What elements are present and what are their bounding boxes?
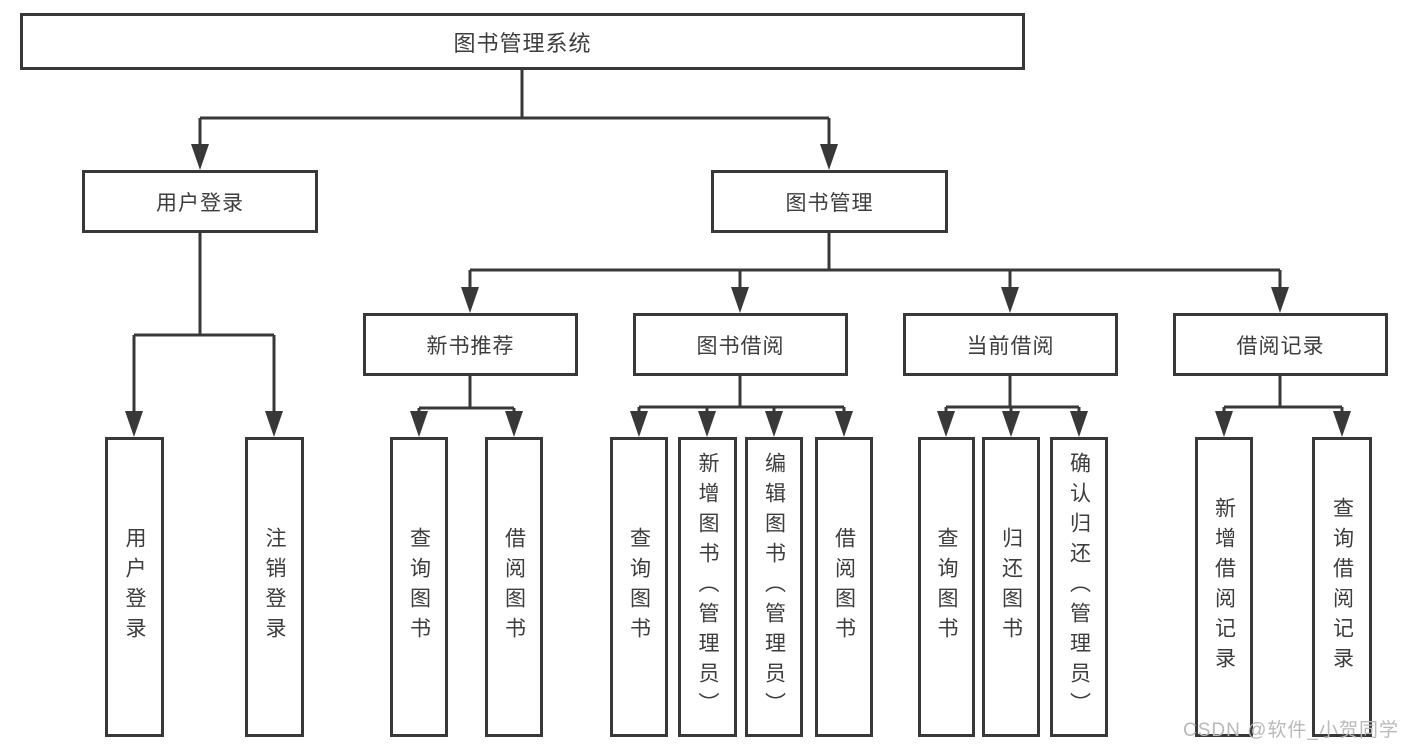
connector-new-book-children bbox=[410, 376, 523, 437]
connector-borrow-record-children bbox=[1215, 376, 1351, 437]
node-book-management: 图书管理 bbox=[711, 170, 948, 233]
node-borrow-record: 借阅记录 bbox=[1173, 313, 1388, 376]
node-leaf-confirm-return-admin: 确认归还（管理员） bbox=[1050, 437, 1108, 737]
node-root: 图书管理系统 bbox=[20, 13, 1025, 70]
node-leaf-user-login-label: 用户登录 bbox=[123, 527, 146, 647]
node-leaf-query-book-2-label: 查询图书 bbox=[627, 527, 651, 647]
node-leaf-return-book-label: 归还图书 bbox=[999, 527, 1023, 647]
node-root-label: 图书管理系统 bbox=[453, 30, 592, 56]
node-leaf-add-borrow-record-label: 新增借阅记录 bbox=[1212, 497, 1236, 677]
node-leaf-query-book-2: 查询图书 bbox=[610, 437, 668, 737]
node-leaf-borrow-book-2-label: 借阅图书 bbox=[832, 527, 856, 647]
node-leaf-logout: 注销登录 bbox=[245, 437, 304, 737]
node-leaf-query-book-1: 查询图书 bbox=[390, 437, 448, 737]
node-leaf-return-book: 归还图书 bbox=[982, 437, 1040, 737]
connector-book-borrow-children bbox=[630, 376, 853, 437]
node-leaf-query-borrow-record-label: 查询借阅记录 bbox=[1330, 497, 1354, 677]
node-leaf-edit-book-admin: 编辑图书（管理员） bbox=[745, 437, 803, 737]
connector-book-management-children bbox=[461, 233, 1289, 313]
node-borrow-record-label: 借阅记录 bbox=[1236, 334, 1325, 358]
node-leaf-query-book-3-label: 查询图书 bbox=[935, 527, 958, 647]
node-new-book-recommend: 新书推荐 bbox=[363, 313, 578, 376]
connector-current-borrow-children bbox=[937, 376, 1088, 437]
node-book-borrow: 图书借阅 bbox=[633, 313, 848, 376]
node-leaf-borrow-book-1: 借阅图书 bbox=[485, 437, 543, 737]
node-current-borrow-label: 当前借阅 bbox=[966, 334, 1055, 358]
node-leaf-confirm-return-admin-label: 确认归还（管理员） bbox=[1067, 452, 1091, 722]
node-user-login-branch: 用户登录 bbox=[82, 170, 318, 233]
node-current-borrow: 当前借阅 bbox=[903, 313, 1118, 376]
connector-root-to-level2 bbox=[191, 70, 838, 170]
node-leaf-borrow-book-1-label: 借阅图书 bbox=[502, 527, 526, 647]
node-leaf-query-borrow-record: 查询借阅记录 bbox=[1312, 437, 1372, 737]
node-leaf-logout-label: 注销登录 bbox=[263, 527, 286, 647]
node-leaf-query-book-3: 查询图书 bbox=[918, 437, 975, 737]
node-leaf-user-login: 用户登录 bbox=[105, 437, 164, 737]
node-leaf-add-book-admin-label: 新增图书（管理员） bbox=[696, 452, 719, 722]
node-user-login-branch-label: 用户登录 bbox=[156, 191, 244, 215]
connector-user-login-children bbox=[125, 233, 283, 437]
node-new-book-recommend-label: 新书推荐 bbox=[426, 334, 515, 358]
node-book-management-label: 图书管理 bbox=[785, 191, 874, 215]
node-book-borrow-label: 图书借阅 bbox=[696, 334, 785, 358]
node-leaf-borrow-book-2: 借阅图书 bbox=[815, 437, 873, 737]
watermark-text: CSDN @软件_小贺同学 bbox=[1183, 720, 1399, 741]
node-leaf-edit-book-admin-label: 编辑图书（管理员） bbox=[762, 452, 786, 722]
node-leaf-add-book-admin: 新增图书（管理员） bbox=[678, 437, 737, 737]
node-leaf-query-book-1-label: 查询图书 bbox=[407, 527, 431, 647]
node-leaf-add-borrow-record: 新增借阅记录 bbox=[1195, 437, 1253, 737]
